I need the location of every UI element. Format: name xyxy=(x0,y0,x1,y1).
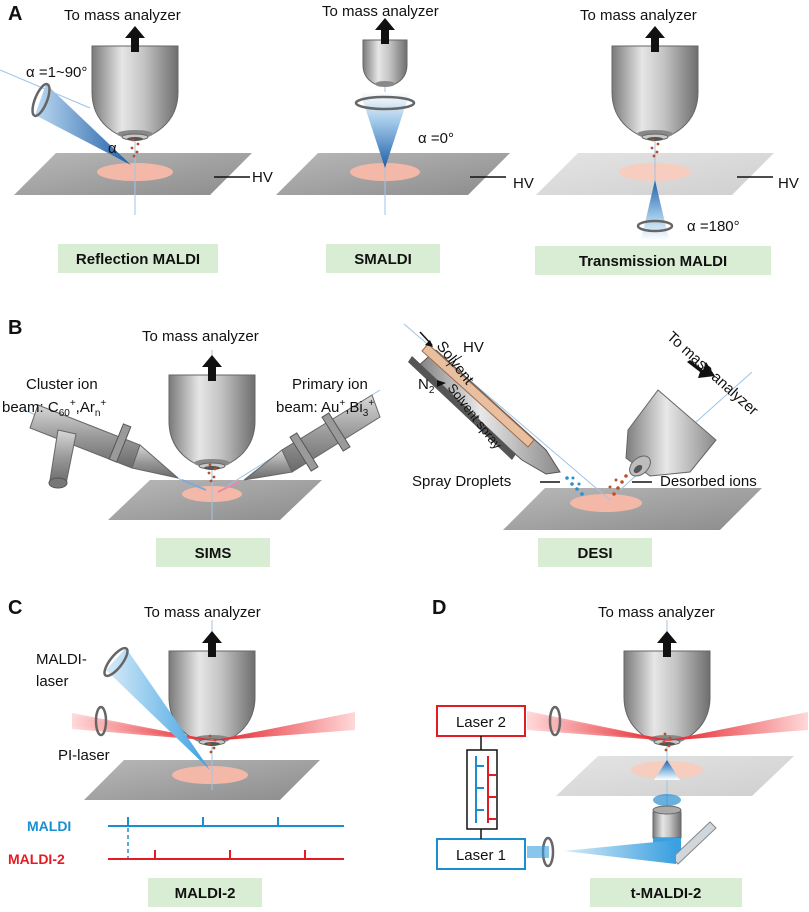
alpha-symbol: α xyxy=(108,140,117,157)
desi-ion-inlet xyxy=(619,360,753,491)
hv-label: HV xyxy=(252,169,273,186)
caption-box xyxy=(590,878,742,907)
focusing-lens xyxy=(354,95,416,111)
n2-label: N2 xyxy=(418,376,435,396)
cluster-ion-label-line2: beam: C60+,Arn+ xyxy=(2,398,106,419)
panel-d: D To mass analyzer Laser 2 Laser 1 xyxy=(432,597,808,907)
maldi-laser-beam xyxy=(106,648,210,770)
laser-beam xyxy=(641,180,669,240)
laser1-label: Laser 1 xyxy=(456,847,506,864)
panel-b: B To mass analyzer Cluster ion beam: C60… xyxy=(2,317,762,567)
to-mass-analyzer-label: To mass analyzer xyxy=(322,3,439,20)
caption-transmission-maldi: Transmission MALDI xyxy=(579,253,727,270)
panel-c: C To mass analyzer MALDI- laser PI-laser… xyxy=(8,597,355,907)
laser1-box xyxy=(436,838,526,870)
laser-beam xyxy=(360,92,410,168)
sample-spot xyxy=(172,766,248,784)
panel-letter-a: A xyxy=(8,3,22,25)
desi-setup: Solvent HV N2 Solvent spray xyxy=(403,323,762,567)
sync-timing-box xyxy=(466,736,498,839)
desorbed-ions-dots xyxy=(608,474,628,496)
to-mass-analyzer-label: To mass analyzer xyxy=(64,7,181,24)
sims-setup: To mass analyzer Cluster ion beam: C60+,… xyxy=(2,328,381,567)
desorbed-ions-label: Desorbed ions xyxy=(660,473,757,490)
caption-box xyxy=(148,878,262,907)
pi-laser-beam-right xyxy=(210,712,355,741)
caption-smaldi: SMALDI xyxy=(354,251,412,268)
to-mass-analyzer-label: To mass analyzer xyxy=(663,328,761,419)
maldi-laser-label-line2: laser xyxy=(36,673,69,690)
pi-laser-beam-right xyxy=(664,712,808,741)
to-mass-analyzer-label: To mass analyzer xyxy=(144,604,261,621)
primary-ion-gun xyxy=(217,389,381,493)
caption-box xyxy=(58,244,218,273)
to-mass-analyzer-label: To mass analyzer xyxy=(598,604,715,621)
maldi-laser-beam xyxy=(564,840,676,864)
panel-letter-d: D xyxy=(432,597,446,619)
maldi-timing-label: MALDI xyxy=(27,818,71,834)
to-mass-analyzer-label: To mass analyzer xyxy=(580,7,697,24)
caption-reflection-maldi: Reflection MALDI xyxy=(76,251,200,268)
primary-ion-label-line2: beam: Au+,Bi3+ xyxy=(276,398,374,419)
ion-optics-objective xyxy=(91,45,179,142)
hv-label: HV xyxy=(513,175,534,192)
panel-letter-b: B xyxy=(8,317,22,339)
cluster-ion-gun xyxy=(19,404,207,491)
ion-optics-objective xyxy=(168,374,256,471)
pi-laser-lens xyxy=(548,705,562,737)
caption-box xyxy=(326,244,440,273)
hv-label: HV xyxy=(778,175,799,192)
primary-ion-label-line1: Primary ion xyxy=(292,376,368,393)
caption-box xyxy=(156,538,270,567)
caption-box xyxy=(538,538,652,567)
caption-box xyxy=(535,246,771,275)
incidence-angle-label: α =1~90° xyxy=(26,64,87,81)
sample-spot xyxy=(570,494,642,512)
caption-desi: DESI xyxy=(577,545,612,562)
panel-letter-c: C xyxy=(8,597,22,619)
laser2-label: Laser 2 xyxy=(456,714,506,731)
ion-optics-objective xyxy=(611,45,699,142)
ion-optics-objective xyxy=(362,39,408,85)
laser2-box xyxy=(436,705,526,737)
ion-optics-objective xyxy=(623,650,711,747)
caption-maldi2: MALDI-2 xyxy=(175,885,236,902)
desi-sprayer xyxy=(403,323,611,501)
transmission-maldi-setup: To mass analyzer α =180° HV Transmission… xyxy=(535,7,799,275)
maldi-laser-label-line1: MALDI- xyxy=(36,651,87,668)
focusing-lens xyxy=(636,219,674,233)
maldi2-timing-label: MALDI-2 xyxy=(8,851,65,867)
pi-laser-lens xyxy=(94,705,108,737)
caption-sims: SIMS xyxy=(195,545,232,562)
spray-droplets-dots xyxy=(565,476,584,496)
pi-laser-label: PI-laser xyxy=(58,747,110,764)
caption-tmaldi2: t-MALDI-2 xyxy=(631,885,702,902)
to-mass-analyzer-label: To mass analyzer xyxy=(142,328,259,345)
hv-label: HV xyxy=(463,339,484,356)
timing-diagram: MALDI MALDI-2 xyxy=(8,817,344,867)
spray-droplets-label: Spray Droplets xyxy=(412,473,511,490)
laser-beam xyxy=(35,84,131,165)
incidence-angle-label: α =180° xyxy=(687,218,740,235)
panel-a: A To mass analyzer α =1~90° α HV Reflect… xyxy=(0,3,799,275)
cluster-ion-label-line1: Cluster ion xyxy=(26,376,98,393)
smaldi-setup: To mass analyzer α =0° HV SMALDI xyxy=(276,3,534,273)
incidence-angle-label: α =0° xyxy=(418,130,454,147)
focusing-lens xyxy=(31,82,51,118)
reflection-maldi-setup: To mass analyzer α =1~90° α HV Reflectio… xyxy=(0,7,273,273)
maldi-laser-lens xyxy=(103,646,129,678)
